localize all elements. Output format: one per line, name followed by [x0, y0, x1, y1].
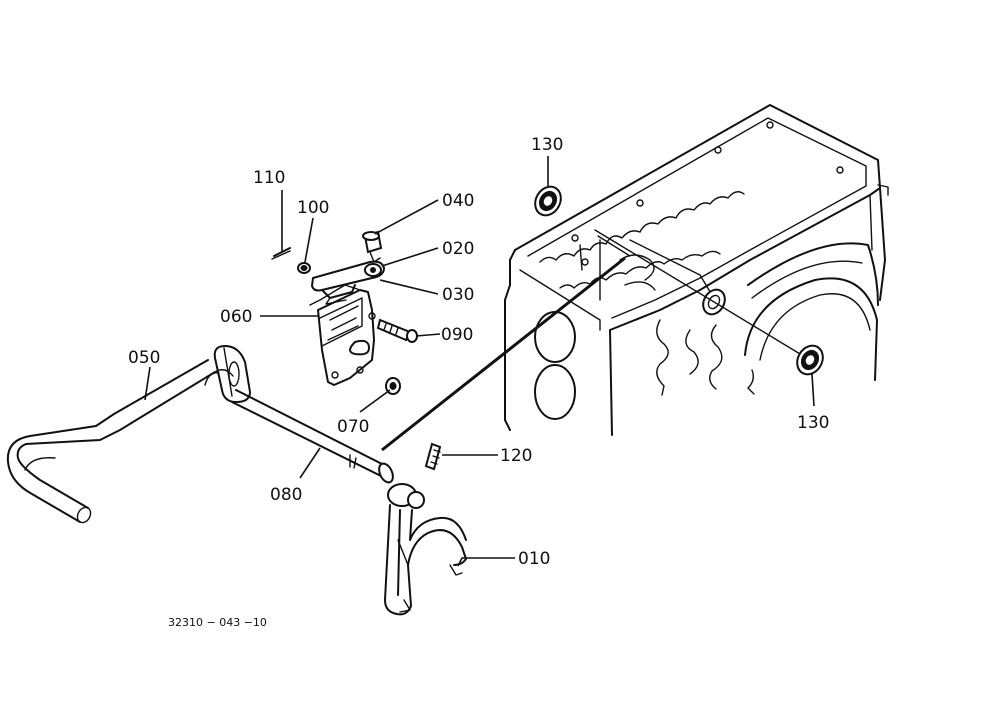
label-090: 090: [441, 325, 473, 345]
label-040: 040: [442, 191, 474, 211]
shaft-axis-line: [381, 256, 626, 452]
detent-arm-030: [311, 260, 385, 305]
label-060: 060: [220, 307, 252, 327]
shift-shaft-080: [204, 369, 394, 484]
detent-plate-060: [309, 284, 376, 386]
label-010: 010: [518, 549, 550, 569]
label-080: 080: [270, 485, 302, 505]
shift-fork-010: [384, 483, 467, 616]
bolt-040: [362, 230, 383, 263]
label-030: 030: [442, 285, 474, 305]
label-130-bottom: 130: [797, 413, 829, 433]
label-100: 100: [297, 198, 329, 218]
leader-lines: [144, 156, 815, 567]
spring-pin-120: [424, 442, 442, 471]
cotter-pin-110: [271, 247, 291, 260]
bolt-090: [376, 318, 418, 343]
label-050: 050: [128, 348, 160, 368]
label-020: 020: [442, 239, 474, 259]
oil-seal-130-bottom: [796, 344, 824, 376]
washer-100: [297, 262, 311, 274]
label-110: 110: [253, 168, 285, 188]
oil-seal-130-top: [534, 185, 562, 217]
figure-code: 32310 − 043 −10: [168, 616, 267, 629]
shift-lever-050: [6, 359, 216, 524]
label-130-top: 130: [531, 135, 563, 155]
transmission-case: [504, 104, 889, 436]
label-120: 120: [500, 446, 532, 466]
label-070: 070: [337, 417, 369, 437]
